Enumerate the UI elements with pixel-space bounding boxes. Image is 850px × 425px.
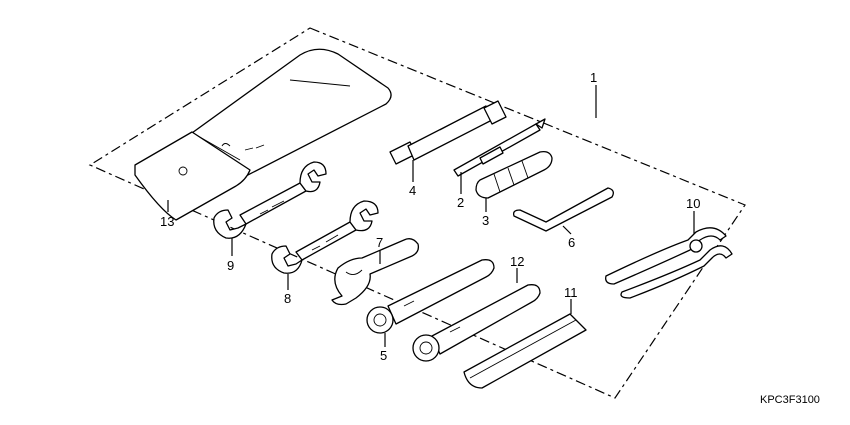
tool-kit-boundary bbox=[88, 27, 746, 399]
callout-1: 1 bbox=[590, 70, 597, 85]
callout-10: 10 bbox=[686, 196, 700, 211]
diagram-code: KPC3F3100 bbox=[760, 394, 820, 406]
spark-plug-wrench bbox=[389, 100, 507, 165]
screwdriver-handle bbox=[475, 150, 553, 199]
pliers bbox=[605, 227, 733, 299]
callout-11: 11 bbox=[564, 285, 578, 300]
box-wrench-5 bbox=[366, 259, 495, 334]
screwdriver-blade bbox=[453, 118, 546, 177]
callout-12: 12 bbox=[510, 254, 524, 269]
spanner-wrench bbox=[331, 238, 420, 306]
open-end-wrench-9 bbox=[213, 161, 327, 239]
grip-rubber bbox=[463, 313, 587, 389]
leader-lines bbox=[167, 85, 695, 347]
callout-6: 6 bbox=[568, 235, 575, 250]
callout-5: 5 bbox=[380, 348, 387, 363]
callout-8: 8 bbox=[284, 291, 291, 306]
tool-bag bbox=[134, 48, 392, 221]
callout-7: 7 bbox=[376, 235, 383, 250]
callout-3: 3 bbox=[482, 213, 489, 228]
callout-13: 13 bbox=[160, 214, 174, 229]
open-end-wrench-8 bbox=[271, 200, 379, 274]
callout-4: 4 bbox=[409, 183, 416, 198]
callout-9: 9 bbox=[227, 258, 234, 273]
hex-wrench bbox=[512, 187, 614, 232]
callout-2: 2 bbox=[457, 195, 464, 210]
box-wrench-12 bbox=[412, 284, 541, 362]
